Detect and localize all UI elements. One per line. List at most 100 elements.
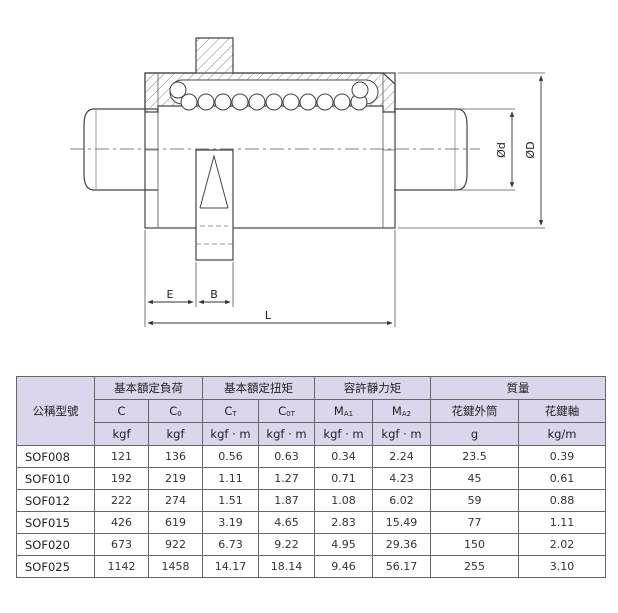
symbol-subscript: 0T [286, 410, 295, 418]
unit-header: kgf · m [202, 422, 259, 446]
symbol-header: 花鍵外筒 [430, 399, 519, 423]
model-cell: SOF012 [16, 489, 95, 512]
ball [180, 93, 198, 111]
value-cell: 673 [94, 533, 149, 556]
symbol-main: 花鍵外筒 [451, 404, 498, 418]
value-cell: 4.95 [314, 533, 373, 556]
dimension-B-label: B [210, 288, 218, 301]
value-cell: 4.65 [258, 511, 315, 534]
value-cell: 1.11 [202, 467, 259, 490]
symbol-subscript: T [232, 410, 237, 418]
symbol-header: C0T [258, 399, 315, 423]
value-cell: 0.88 [518, 489, 606, 512]
unit-header: kgf [148, 422, 203, 446]
symbol-main: M [391, 404, 402, 418]
value-cell: 1.08 [314, 489, 373, 512]
value-cell: 1.87 [258, 489, 315, 512]
symbol-subscript: A2 [401, 410, 412, 418]
ball [214, 93, 232, 111]
value-cell: 136 [148, 445, 203, 468]
value-cell: 426 [94, 511, 149, 534]
value-cell: 0.34 [314, 445, 373, 468]
ball [351, 81, 369, 99]
value-cell: 150 [430, 533, 519, 556]
ball [169, 81, 187, 99]
value-cell: 4.23 [372, 467, 431, 490]
value-cell: 1.27 [258, 467, 315, 490]
unit-header: kgf · m [314, 422, 373, 446]
group-header: 基本額定負荷 [94, 376, 203, 400]
symbol-header: CT [202, 399, 259, 423]
dimension-D: ØD [398, 72, 545, 229]
corner-model-header: 公稱型號 [16, 376, 95, 446]
ball [333, 93, 351, 111]
value-cell: 45 [430, 467, 519, 490]
ball [316, 93, 334, 111]
value-cell: 121 [94, 445, 149, 468]
ball [299, 93, 317, 111]
dimension-D-label: ØD [524, 141, 537, 158]
symbol-header: MA1 [314, 399, 373, 423]
value-cell: 3.19 [202, 511, 259, 534]
model-cell: SOF010 [16, 467, 95, 490]
model-cell: SOF015 [16, 511, 95, 534]
value-cell: 255 [430, 555, 519, 578]
model-cell: SOF008 [16, 445, 95, 468]
dimension-E-label: E [167, 288, 174, 301]
value-cell: 23.5 [430, 445, 519, 468]
symbol-header: 花鍵軸 [518, 399, 606, 423]
symbol-main: 花鍵軸 [544, 404, 580, 418]
value-cell: 274 [148, 489, 203, 512]
symbol-subscript: A1 [343, 410, 354, 418]
value-cell: 59 [430, 489, 519, 512]
value-cell: 9.22 [258, 533, 315, 556]
symbol-header: C0 [148, 399, 203, 423]
value-cell: 56.17 [372, 555, 431, 578]
symbol-header: MA2 [372, 399, 431, 423]
value-cell: 29.36 [372, 533, 431, 556]
model-cell: SOF020 [16, 533, 95, 556]
value-cell: 222 [94, 489, 149, 512]
key-wedge [195, 149, 234, 261]
symbol-main: C [169, 404, 178, 418]
value-cell: 192 [94, 467, 149, 490]
unit-header: kgf [94, 422, 149, 446]
group-header: 基本額定扭矩 [202, 376, 315, 400]
value-cell: 6.73 [202, 533, 259, 556]
dimension-d-label: Ød [495, 142, 508, 158]
value-cell: 9.46 [314, 555, 373, 578]
value-cell: 1458 [148, 555, 203, 578]
ball-spline-cross-section-drawing: Ød ØD E B L [70, 37, 545, 327]
ball-chain [169, 81, 369, 111]
value-cell: 15.49 [372, 511, 431, 534]
ball [248, 93, 266, 111]
symbol-main: M [333, 404, 344, 418]
dimension-L-label: L [265, 309, 272, 322]
dimension-E: E [147, 288, 194, 305]
value-cell: 219 [148, 467, 203, 490]
value-cell: 3.10 [518, 555, 606, 578]
value-cell: 77 [430, 511, 519, 534]
group-header: 容許靜力矩 [314, 376, 431, 400]
value-cell: 14.17 [202, 555, 259, 578]
symbol-main: C [278, 404, 287, 418]
value-cell: 2.83 [314, 511, 373, 534]
value-cell: 619 [148, 511, 203, 534]
header-row-groups: 公稱型號 基本額定負荷 基本額定扭矩 容許靜力矩 質量 [16, 376, 606, 446]
value-cell: 2.24 [372, 445, 431, 468]
dimension-d: Ød [460, 108, 515, 191]
spline-shaft [83, 108, 468, 191]
value-cell: 1.11 [518, 511, 606, 534]
value-cell: 0.71 [314, 467, 373, 490]
value-cell: 1142 [94, 555, 149, 578]
ball [282, 93, 300, 111]
extension-lines [144, 230, 396, 327]
dimension-B: B [198, 288, 231, 305]
dimension-L: L [147, 309, 393, 326]
value-cell: 1.51 [202, 489, 259, 512]
